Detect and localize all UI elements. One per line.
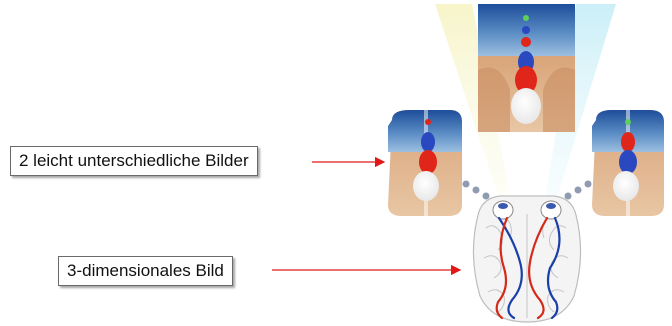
left-eye xyxy=(493,201,513,219)
label-three-d-image: 3-dimensionales Bild xyxy=(58,256,233,286)
center-combined-picture xyxy=(478,4,575,132)
right-eye-picture xyxy=(592,110,664,216)
right-eye xyxy=(541,201,561,219)
label-two-images: 2 leicht unterschiedliche Bilder xyxy=(10,146,258,176)
left-eye-picture xyxy=(388,110,462,216)
brain-illustration xyxy=(473,196,580,322)
